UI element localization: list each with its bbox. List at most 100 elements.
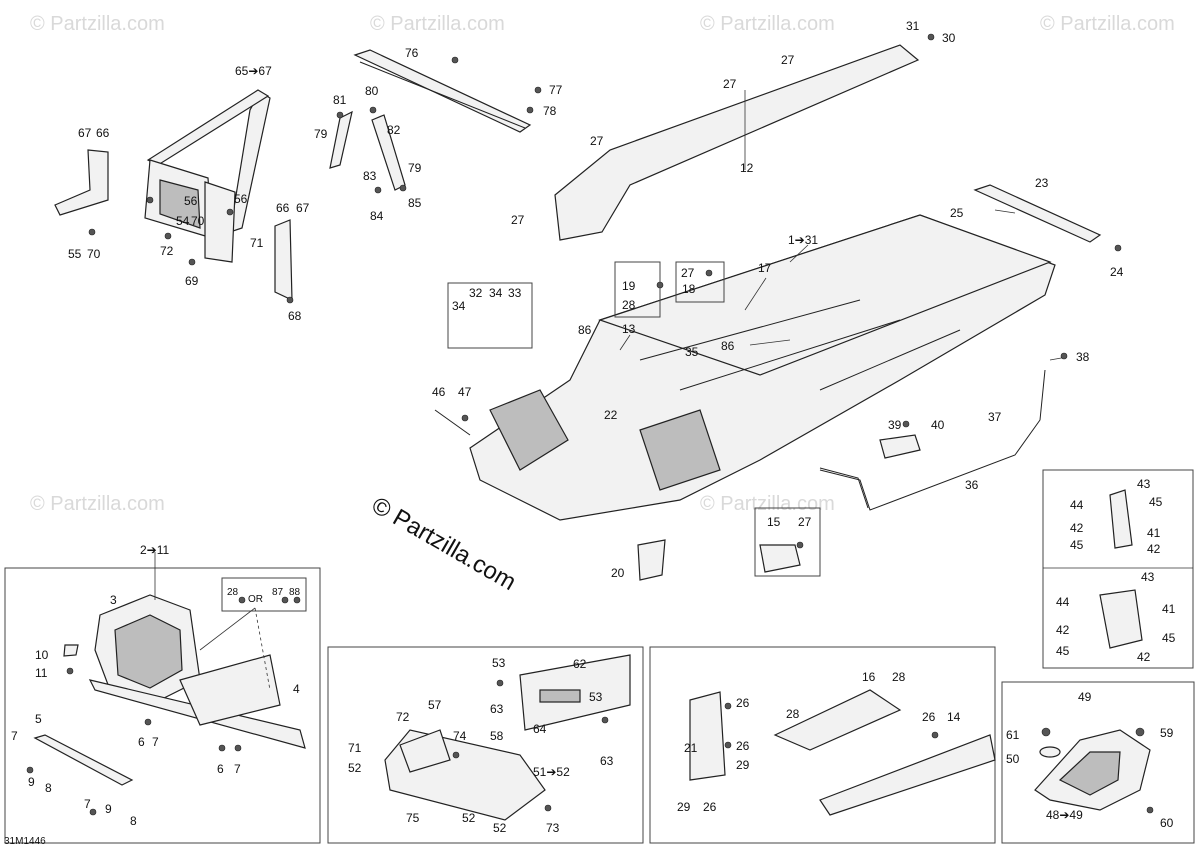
callout-label[interactable]: 9 <box>28 775 35 789</box>
callout-label[interactable]: 19 <box>622 279 636 293</box>
callout-label[interactable]: 86 <box>578 323 592 337</box>
callout-label[interactable]: 53 <box>492 656 506 670</box>
bolt-icon[interactable] <box>281 596 289 604</box>
callout-label[interactable]: 42 <box>1147 542 1161 556</box>
frame-4[interactable] <box>179 654 281 726</box>
callout-label[interactable]: 80 <box>365 84 379 98</box>
callout-label[interactable]: 6 <box>217 762 224 776</box>
callout-label[interactable]: 31 <box>906 19 920 33</box>
deflector-left[interactable] <box>54 149 109 216</box>
callout-label[interactable]: 75 <box>406 811 420 825</box>
callout-label[interactable]: 67 <box>78 126 92 140</box>
bracket-39[interactable] <box>879 434 921 459</box>
callout-label[interactable]: 7 <box>11 729 18 743</box>
damper-49[interactable] <box>1039 746 1061 758</box>
callout-label[interactable]: 1➔31 <box>788 233 818 247</box>
bolt-icon[interactable] <box>399 184 407 192</box>
bolt-icon[interactable] <box>164 232 172 240</box>
callout-label[interactable]: 29 <box>677 800 691 814</box>
callout-label[interactable]: 27 <box>781 53 795 67</box>
callout-label[interactable]: 32 <box>469 286 483 300</box>
callout-label[interactable]: 35 <box>685 345 699 359</box>
bolt-icon[interactable] <box>656 281 664 289</box>
callout-label[interactable]: 59 <box>1160 726 1174 740</box>
callout-label[interactable]: 45 <box>1149 495 1163 509</box>
callout-label[interactable]: 71 <box>250 236 264 250</box>
bolt-icon[interactable] <box>88 228 96 236</box>
reinforcement-5[interactable] <box>33 734 134 786</box>
bolt-icon[interactable] <box>461 414 469 422</box>
callout-label[interactable]: 56 <box>234 192 248 206</box>
callout-label[interactable]: 2➔11 <box>140 543 170 557</box>
rail-23[interactable] <box>973 184 1102 243</box>
guard-41-lower[interactable] <box>1099 589 1143 649</box>
callout-label[interactable]: 42 <box>1070 521 1084 535</box>
callout-label[interactable]: 82 <box>387 123 401 137</box>
bolt-icon[interactable] <box>601 716 609 724</box>
callout-label[interactable]: 44 <box>1070 498 1084 512</box>
callout-label[interactable]: 26 <box>736 696 750 710</box>
support-plate[interactable] <box>204 181 236 263</box>
callout-label[interactable]: 71 <box>348 741 362 755</box>
callout-label[interactable]: 87 <box>272 587 284 598</box>
callout-label[interactable]: 17 <box>758 261 772 275</box>
bolt-icon[interactable] <box>451 56 459 64</box>
callout-label[interactable]: 40 <box>931 418 945 432</box>
callout-label[interactable]: 25 <box>950 206 964 220</box>
bolt-icon[interactable] <box>544 804 552 812</box>
bracket-20[interactable] <box>637 539 666 581</box>
callout-label[interactable]: 72 <box>396 710 410 724</box>
bolt-icon[interactable] <box>218 744 226 752</box>
callout-label[interactable]: 16 <box>862 670 876 684</box>
callout-label[interactable]: 79 <box>408 161 422 175</box>
callout-label[interactable]: 84 <box>370 209 384 223</box>
bolt-icon[interactable] <box>1041 727 1051 737</box>
callout-label[interactable]: 26 <box>703 800 717 814</box>
bolt-icon[interactable] <box>226 208 234 216</box>
tunnel-cover[interactable] <box>554 44 920 241</box>
callout-label[interactable]: 67 <box>296 201 310 215</box>
deflector-right[interactable] <box>274 219 293 301</box>
callout-label[interactable]: 26 <box>736 739 750 753</box>
callout-label[interactable]: 5 <box>35 712 42 726</box>
callout-label[interactable]: 48➔49 <box>1046 808 1083 822</box>
callout-label[interactable]: 22 <box>604 408 618 422</box>
callout-label[interactable]: 33 <box>508 286 522 300</box>
bracket-left[interactable] <box>329 110 353 169</box>
bolt-icon[interactable] <box>927 33 935 41</box>
callout-label[interactable]: 66 <box>276 201 290 215</box>
callout-label[interactable]: 12 <box>740 161 754 175</box>
callout-label[interactable]: 43 <box>1137 477 1151 491</box>
callout-label[interactable]: 23 <box>1035 176 1049 190</box>
callout-label[interactable]: 69 <box>185 274 199 288</box>
callout-label[interactable]: 63 <box>490 702 504 716</box>
bolt-icon[interactable] <box>146 196 154 204</box>
bolt-icon[interactable] <box>902 420 910 428</box>
bolt-icon[interactable] <box>705 269 713 277</box>
callout-label[interactable]: 64 <box>533 722 547 736</box>
bolt-icon[interactable] <box>724 741 732 749</box>
bolt-icon[interactable] <box>369 106 377 114</box>
callout-label[interactable]: 76 <box>405 46 419 60</box>
callout-label[interactable]: 27 <box>590 134 604 148</box>
callout-label[interactable]: 55 <box>68 247 82 261</box>
callout-label[interactable]: 36 <box>965 478 979 492</box>
callout-label[interactable]: 58 <box>490 729 504 743</box>
callout-label[interactable]: 13 <box>622 322 636 336</box>
callout-label[interactable]: 24 <box>1110 265 1124 279</box>
callout-label[interactable]: 63 <box>600 754 614 768</box>
bolt-icon[interactable] <box>1114 244 1122 252</box>
callout-label[interactable]: 26 <box>922 710 936 724</box>
callout-label[interactable]: 79 <box>314 127 328 141</box>
bolt-icon[interactable] <box>293 596 301 604</box>
bolt-icon[interactable] <box>496 679 504 687</box>
callout-label[interactable]: 20 <box>611 566 625 580</box>
callout-label[interactable]: 7 <box>152 735 159 749</box>
callout-label[interactable]: 77 <box>549 83 563 97</box>
callout-label[interactable]: 15 <box>767 515 781 529</box>
callout-label[interactable]: 66 <box>96 126 110 140</box>
callout-label[interactable]: 30 <box>942 31 956 45</box>
callout-label[interactable]: 9 <box>105 802 112 816</box>
callout-label[interactable]: 62 <box>573 657 587 671</box>
callout-label[interactable]: 42 <box>1056 623 1070 637</box>
